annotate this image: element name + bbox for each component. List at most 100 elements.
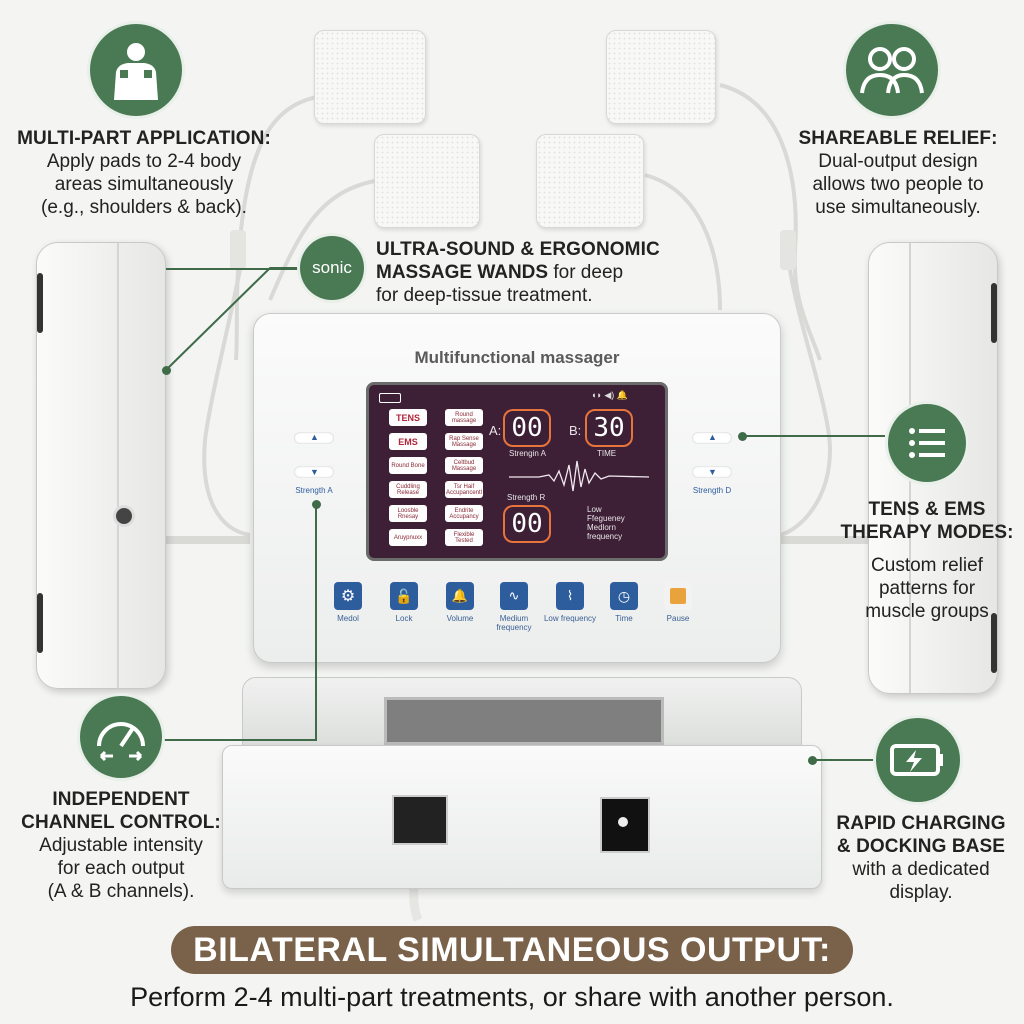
channel-a-value: 00	[503, 409, 551, 447]
body-icon	[90, 24, 182, 116]
lock-icon: 🔓	[395, 587, 413, 604]
sonic-badge: sonic	[300, 236, 364, 300]
docking-base	[222, 677, 822, 889]
battery-charging-icon	[876, 718, 960, 802]
strength-d-label: Strength D	[692, 486, 732, 495]
bottom-subtitle: Perform 2-4 multi-part treatments, or sh…	[130, 982, 894, 1012]
connector-dot	[312, 500, 321, 509]
callout-title: THERAPY MODES:	[840, 522, 1014, 543]
freq-line3: Medlorn	[587, 523, 616, 532]
volume-button-label: Volume	[446, 614, 474, 623]
callout-title: MULTI-PART APPLICATION:	[17, 128, 271, 149]
mode-item[interactable]: Rap Sense Massage	[445, 433, 483, 450]
freq-line4: frequency	[587, 532, 623, 541]
wave-icon: ⌇	[566, 588, 574, 603]
mode-item[interactable]: Flexible Tested	[445, 529, 483, 546]
electrode-pad	[374, 134, 480, 228]
time-button[interactable]: ◷	[610, 582, 638, 610]
pulse-icon: ∿	[508, 588, 520, 603]
waveform-graphic	[509, 460, 649, 492]
callout-title: RAPID CHARGING	[836, 813, 1006, 834]
base-display	[384, 697, 664, 745]
callout-line: (A & B channels).	[47, 881, 195, 902]
electrode-pad	[606, 30, 716, 124]
channel-b-value: 30	[585, 409, 633, 447]
callout-title: & DOCKING BASE	[836, 836, 1006, 857]
gauge-icon	[80, 696, 162, 778]
mode-tens[interactable]: TENS	[389, 409, 427, 426]
bottom-banner: BILATERAL SIMULTANEOUS OUTPUT:	[171, 926, 853, 974]
two-people-icon	[846, 24, 938, 116]
callout-line: (e.g., shoulders & back).	[41, 197, 247, 218]
volume-button[interactable]: 🔔	[446, 582, 474, 610]
battery-icon	[379, 393, 401, 403]
callout-line: for deep	[548, 262, 624, 283]
medium-frequency-label: Medium frequency	[496, 614, 532, 632]
channel-b-caption: TIME	[597, 449, 617, 458]
callout-title: INDEPENDENT	[52, 789, 190, 810]
callout-line: with a dedicated	[852, 859, 990, 880]
gear-icon: ⚙	[340, 588, 356, 605]
callout-line: allows two people to	[812, 174, 984, 195]
freq-low: Low	[587, 505, 602, 514]
mode-ems[interactable]: EMS	[389, 433, 427, 450]
strength-a-label: Strength A	[295, 486, 333, 495]
mode-item[interactable]: Loosble Rnesay	[389, 505, 427, 522]
callout-independent: INDEPENDENT CHANNEL CONTROL: Adjustable …	[8, 788, 234, 903]
callout-line: areas simultaneously	[54, 174, 234, 195]
dc-port	[600, 797, 650, 853]
strength-d-down-button[interactable]: ▼	[692, 466, 732, 478]
callout-line: Adjustable intensity	[39, 835, 203, 856]
electrode-pad	[314, 30, 426, 124]
callout-tens-ems: TENS & EMS THERAPY MODES: Custom relief …	[830, 498, 1024, 623]
mode-button[interactable]: ⚙	[334, 582, 362, 610]
mode-item[interactable]: Tsr Haif Accupancentl	[445, 481, 483, 498]
callout-ultrasound: ULTRA-SOUND & ERGONOMIC MASSAGE WANDS fo…	[376, 238, 696, 307]
callout-line: for deep-tissue treatment.	[376, 285, 593, 306]
callout-line: muscle groups	[865, 601, 989, 622]
list-icon	[888, 404, 966, 482]
low-frequency-label: Low frequency	[543, 614, 597, 623]
strength-d-up-button[interactable]: ▲	[692, 432, 732, 444]
mode-item[interactable]: Cuddling Release	[389, 481, 427, 498]
callout-line: display.	[889, 882, 953, 903]
lock-button-label: Lock	[395, 614, 413, 623]
callout-line: Dual-output design	[818, 151, 978, 172]
mode-item[interactable]: Aruypnuxx	[389, 529, 427, 546]
channel-r-caption: Strength R	[507, 493, 546, 502]
connector-dot	[162, 366, 171, 375]
mode-item[interactable]: Round Bone	[389, 457, 427, 474]
lock-button[interactable]: 🔓	[390, 582, 418, 610]
callout-line: Custom relief	[871, 555, 983, 576]
pause-icon	[670, 588, 686, 604]
lcd-screen: ◖◗ ◀) 🔔 TENS EMS Round Bone Cuddling Rel…	[366, 382, 668, 561]
callout-line: patterns for	[878, 578, 976, 599]
sonic-badge-label: sonic	[312, 258, 352, 277]
callout-title: MASSAGE WANDS	[376, 262, 549, 283]
device-title: Multifunctional massager	[414, 348, 620, 367]
medium-frequency-button[interactable]: ∿	[500, 582, 528, 610]
mode-item[interactable]: Celtbud Massage	[445, 457, 483, 474]
mode-item[interactable]: Endrite Accupancy	[445, 505, 483, 522]
time-button-label: Time	[615, 614, 633, 623]
pause-button[interactable]	[664, 582, 692, 610]
callout-line: use simultaneously.	[815, 197, 981, 218]
channel-a-caption: Strengin A	[509, 449, 546, 458]
status-icons: ◖◗ ◀) 🔔	[591, 390, 628, 400]
low-frequency-button[interactable]: ⌇	[556, 582, 584, 610]
callout-multi-part: MULTI-PART APPLICATION: Apply pads to 2-…	[6, 127, 282, 219]
callout-title: TENS & EMS	[868, 499, 986, 520]
mode-item[interactable]: Round massage	[445, 409, 483, 426]
massage-wand-left	[36, 242, 166, 689]
clock-icon: ◷	[617, 587, 631, 604]
callout-shareable: SHAREABLE RELIEF: Dual-output design all…	[780, 127, 1016, 219]
connector-dot	[738, 432, 747, 441]
strength-a-up-button[interactable]: ▲	[294, 432, 334, 444]
strength-a-down-button[interactable]: ▼	[294, 466, 334, 478]
callout-line: for each output	[57, 858, 185, 879]
wand-port-icon	[113, 505, 135, 527]
freq-line2: Ffegueney	[587, 514, 625, 523]
power-cable-port	[392, 795, 448, 845]
channel-a-label: A:	[489, 423, 502, 438]
callout-title: ULTRA-SOUND & ERGONOMIC	[376, 239, 660, 260]
